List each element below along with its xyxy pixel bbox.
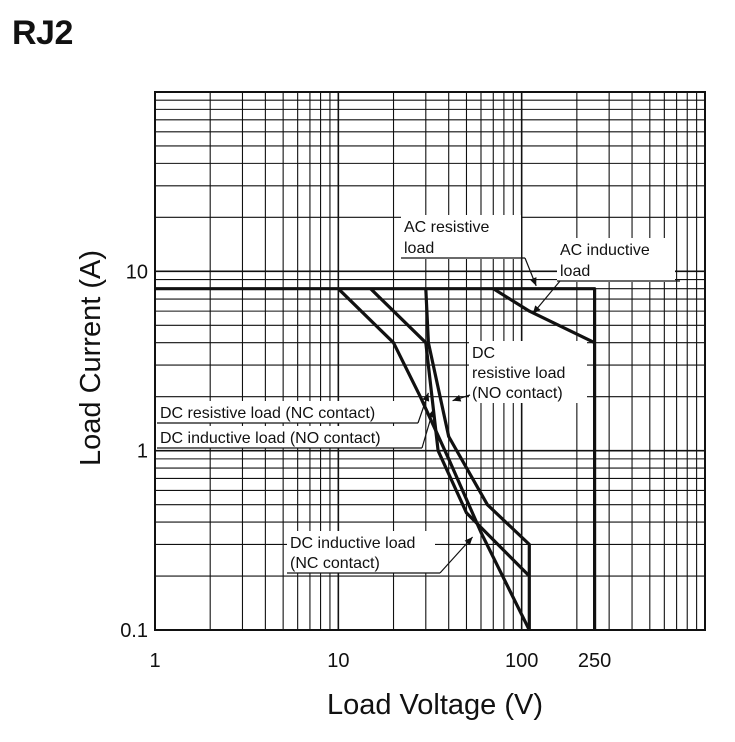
annotation-background [469, 341, 587, 403]
annotation-arrowhead [464, 537, 473, 546]
annotation-background [157, 426, 419, 448]
annotation-label: DC [472, 345, 495, 362]
x-tick-label: 1 [149, 650, 160, 672]
annotation-arrowhead [452, 394, 462, 402]
x-axis-label: Load Voltage (V) [327, 689, 543, 721]
page-title: RJ2 [12, 14, 73, 52]
annotation-background [557, 238, 675, 282]
annotation-arrowhead [427, 409, 435, 419]
annotation-label: (NC contact) [290, 555, 380, 572]
y-tick-label: 10 [126, 261, 148, 283]
annotation-label: DC resistive load (NC contact) [160, 405, 375, 422]
x-tick-label: 250 [578, 650, 611, 672]
annotation-label: resistive load [472, 365, 565, 382]
annotation-background [287, 531, 435, 573]
annotation-leader [439, 536, 474, 574]
annotation-label: AC inductive [560, 242, 650, 259]
series-line-4 [369, 287, 531, 578]
annotation-label: AC resistive [404, 219, 489, 236]
annotation-arrowhead [422, 392, 430, 402]
annotation-background [401, 215, 521, 259]
annotation-label: DC inductive load [290, 535, 415, 552]
series-line-2 [492, 287, 596, 345]
annotation-background [157, 401, 415, 423]
annotation-arrowhead [532, 305, 541, 314]
annotation-label: load [404, 240, 434, 257]
annotation-arrowhead [529, 277, 537, 286]
y-tick-label: 1 [137, 441, 148, 463]
x-tick-label: 100 [505, 650, 538, 672]
plot-frame [154, 91, 706, 631]
annotation-label: DC inductive load (NO contact) [160, 430, 381, 447]
annotation-label: (NO contact) [472, 385, 563, 402]
series-line-3 [424, 288, 531, 630]
series-line-5 [337, 287, 531, 631]
y-axis-label: Load Current (A) [75, 250, 107, 466]
series-layer [155, 287, 597, 631]
series-line-1 [155, 287, 597, 630]
y-tick-label: 0.1 [120, 620, 148, 642]
annotation-label: load [560, 263, 590, 280]
x-tick-label: 10 [327, 650, 349, 672]
grid-minor [155, 92, 705, 630]
